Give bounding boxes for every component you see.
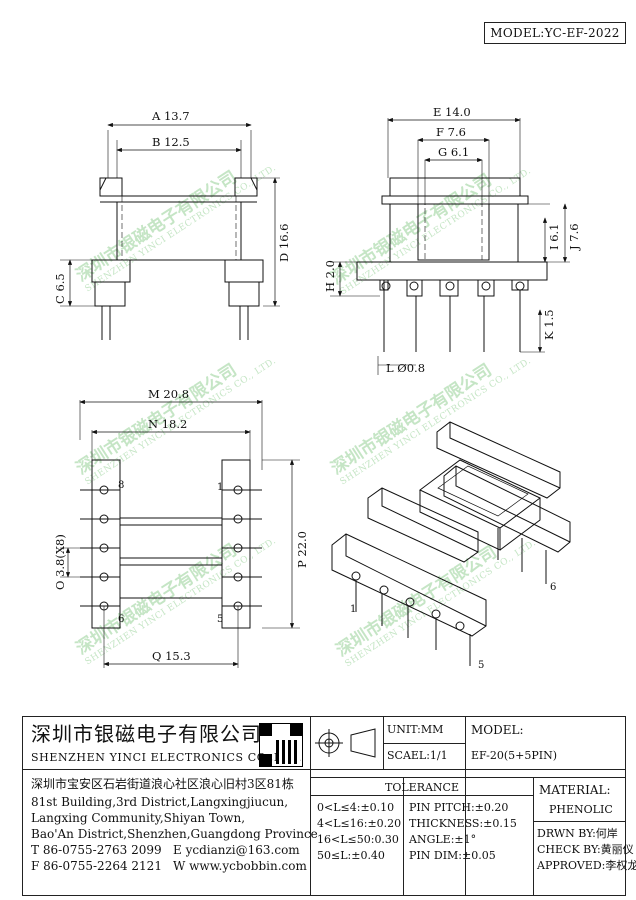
dim-o: O 3.8(X8): [53, 534, 67, 590]
drawn-by: DRWN BY:何岸: [537, 827, 618, 840]
address-cn: 深圳市宝安区石岩街道浪心社区浪心旧村3区81栋: [31, 777, 294, 791]
title-block: 深圳市银磁电子有限公司 SHENZHEN YINCI ELECTRONICS C…: [22, 716, 636, 896]
iso-pin-label-5: 5: [478, 660, 484, 671]
dim-q: Q 15.3: [152, 649, 191, 663]
company-name-cn: 深圳市银磁电子有限公司: [31, 722, 262, 746]
material-value: PHENOLIC: [549, 803, 613, 816]
tolerance-row: 16<L≤50:0.30: [317, 833, 399, 846]
tolerance-misc: PIN PITCH:±0.20: [409, 801, 509, 814]
dim-e: E 14.0: [433, 105, 471, 119]
company-name-en: SHENZHEN YINCI ELECTRONICS CO.,LTD.: [31, 751, 302, 764]
tolerance-title: TOLERANCE: [385, 781, 459, 794]
address-en-1: 81st Building,3rd District,Langxingjiucu…: [31, 795, 289, 809]
unit-label: UNIT:MM: [387, 723, 444, 736]
tolerance-misc: THICKNESS:±0.15: [409, 817, 517, 830]
tolerance-row: 0<L≤4:±0.10: [317, 801, 395, 814]
dim-j: J 7.6: [567, 223, 581, 251]
dim-l: L Ø0.8: [386, 361, 425, 375]
dim-k: K 1.5: [542, 309, 556, 340]
dim-b: B 12.5: [152, 135, 190, 149]
dim-m: M 20.8: [148, 387, 189, 401]
email: E ycdianzi@163.com: [173, 843, 300, 857]
dim-p: P 22.0: [295, 531, 309, 568]
projection-symbol: [315, 728, 376, 758]
iso-pin-label-1: 1: [350, 604, 356, 615]
dim-i: I 6.1: [547, 224, 561, 251]
telephone: T 86-0755-2763 2099: [31, 843, 162, 857]
fax: F 86-0755-2264 2121: [31, 859, 162, 873]
tolerance-row: 50≤L:±0.40: [317, 849, 385, 862]
tolerance-misc: ANGLE:±1°: [409, 833, 477, 846]
approved-by: APPROVED:李权龙: [537, 859, 636, 872]
dim-n: N 18.2: [148, 417, 187, 431]
dim-f: F 7.6: [436, 125, 466, 139]
front-view: [60, 122, 280, 340]
material-label: MATERIAL:: [539, 783, 611, 797]
dim-h: H 2.0: [323, 260, 337, 292]
bottom-view: [60, 399, 300, 668]
address-en-2: Langxing Community,Shiyan Town,: [31, 811, 246, 825]
tolerance-row: 4<L≤16:±0.20: [317, 817, 402, 830]
website: W www.ycbobbin.com: [173, 859, 307, 873]
pin-label-5: 5: [217, 614, 223, 625]
model-label: MODEL:YC-EF-2022: [484, 22, 626, 44]
qr-code: [259, 723, 303, 767]
iso-pin-label-6: 6: [550, 582, 556, 593]
scale-label: SCAEL:1/1: [387, 749, 448, 762]
model-field-value: EF-20(5+5PIN): [471, 749, 558, 762]
side-view: [330, 117, 570, 375]
dim-d: D 16.6: [277, 224, 291, 262]
model-field-label: MODEL:: [471, 723, 524, 737]
dim-g: G 6.1: [438, 145, 469, 159]
pin-label-6: 6: [118, 614, 124, 625]
check-by: CHECK BY:黄丽仪: [537, 843, 634, 856]
dim-c: C 6.5: [53, 273, 67, 304]
drawing-canvas: A 13.7 B 12.5 D 16.6 C 6.5 E 14.0 F 7.6 …: [53, 105, 581, 671]
tolerance-misc: PIN DIM:±0.05: [409, 849, 496, 862]
pin-label-1: 1: [217, 482, 223, 493]
address-en-3: Bao'An District,Shenzhen,Guangdong Provi…: [31, 827, 318, 841]
isometric-view: [331, 421, 571, 666]
dim-a: A 13.7: [151, 109, 190, 123]
pin-label-8: 8: [118, 480, 124, 491]
